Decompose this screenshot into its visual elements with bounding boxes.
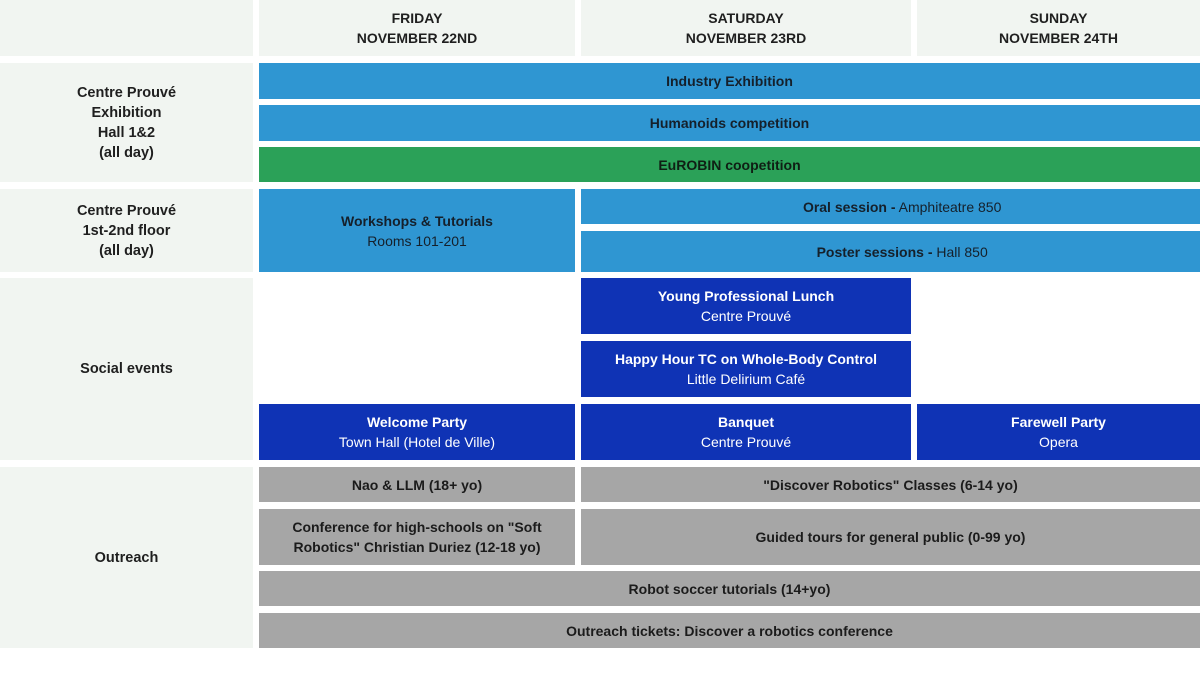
event-happy-hour: Happy Hour TC on Whole-Body Control Litt… xyxy=(581,341,911,397)
event-industry-exhibition: Industry Exhibition xyxy=(259,63,1200,99)
event-welcome-title: Welcome Party xyxy=(366,414,468,430)
event-banquet-title: Banquet xyxy=(718,414,774,430)
event-poster-place: Hall 850 xyxy=(932,243,988,260)
row-label-social: Social events xyxy=(0,278,253,460)
event-workshops-place: Rooms 101-201 xyxy=(367,232,467,249)
header-corner xyxy=(0,0,253,56)
row-label-exhibition-line2: Exhibition xyxy=(91,104,162,121)
event-humanoids-title: Humanoids competition xyxy=(649,115,810,131)
event-banquet: Banquet Centre Prouvé xyxy=(581,404,911,460)
event-young-professional-lunch: Young Professional Lunch Centre Prouvé xyxy=(581,278,911,334)
event-guided-tours: Guided tours for general public (0-99 yo… xyxy=(581,509,1200,565)
event-oral-place: Amphiteatre 850 xyxy=(895,198,1002,215)
header-saturday-date: NOVEMBER 23RD xyxy=(685,30,807,46)
event-happy-hour-title: Happy Hour TC on Whole-Body Control xyxy=(614,351,878,367)
event-conference-line2: Robotics" Christian Duriez (12-18 yo) xyxy=(293,539,541,555)
event-conference-line1: Conference for high-schools on "Soft xyxy=(292,519,542,535)
row-label-floor-line1: Centre Prouvé xyxy=(76,202,177,219)
event-eurobin-title: EuROBIN coopetition xyxy=(658,156,801,173)
row-label-exhibition-line1: Centre Prouvé xyxy=(76,84,177,101)
header-sunday-date: NOVEMBER 24TH xyxy=(998,30,1119,46)
header-friday-day: FRIDAY xyxy=(391,10,443,26)
header-friday-date: NOVEMBER 22ND xyxy=(356,30,478,46)
event-outreach-tickets: Outreach tickets: Discover a robotics co… xyxy=(259,613,1200,648)
row-label-exhibition-line3: Hall 1&2 xyxy=(97,124,156,141)
row-label-outreach: Outreach xyxy=(0,467,253,648)
event-tickets-title: Outreach tickets: Discover a robotics co… xyxy=(566,622,893,639)
header-friday: FRIDAY NOVEMBER 22ND xyxy=(259,0,575,56)
event-nao-title: Nao & LLM (18+ yo) xyxy=(351,476,483,493)
row-label-floor: Centre Prouvé 1st-2nd floor (all day) xyxy=(0,189,253,272)
event-farewell-title: Farewell Party xyxy=(1011,414,1106,430)
header-sunday-day: SUNDAY xyxy=(1029,10,1088,26)
row-label-floor-line3: (all day) xyxy=(99,242,154,259)
event-farewell-party: Farewell Party Opera xyxy=(917,404,1200,460)
event-oral-title: Oral session - xyxy=(802,198,896,215)
event-farewell-place: Opera xyxy=(1039,434,1078,450)
event-oral-session: Oral session - Amphiteatre 850 xyxy=(581,189,1200,224)
row-label-exhibition: Centre Prouvé Exhibition Hall 1&2 (all d… xyxy=(0,63,253,182)
header-sunday: SUNDAY NOVEMBER 24TH xyxy=(917,0,1200,56)
event-soccer-title: Robot soccer tutorials (14+yo) xyxy=(628,580,831,597)
event-conference-high-schools: Conference for high-schools on "Soft Rob… xyxy=(259,509,575,565)
event-welcome-place: Town Hall (Hotel de Ville) xyxy=(338,434,496,450)
event-guided-title: Guided tours for general public (0-99 yo… xyxy=(755,529,1026,545)
event-oral-line: Oral session - Amphiteatre 850 xyxy=(780,177,1002,237)
event-workshops-tutorials: Workshops & Tutorials Rooms 101-201 xyxy=(259,189,575,272)
event-poster-title: Poster sessions - xyxy=(816,243,933,260)
event-discover-title: "Discover Robotics" Classes (6-14 yo) xyxy=(763,476,1018,493)
event-poster-sessions: Poster sessions - Hall 850 xyxy=(581,231,1200,272)
event-happy-hour-place: Little Delirium Café xyxy=(686,371,806,387)
event-young-professional-place: Centre Prouvé xyxy=(700,308,792,324)
event-discover-robotics: "Discover Robotics" Classes (6-14 yo) xyxy=(581,467,1200,502)
event-humanoids-competition: Humanoids competition xyxy=(259,105,1200,141)
event-welcome-party: Welcome Party Town Hall (Hotel de Ville) xyxy=(259,404,575,460)
row-label-outreach-text: Outreach xyxy=(94,549,159,566)
header-saturday: SATURDAY NOVEMBER 23RD xyxy=(581,0,911,56)
event-poster-line: Poster sessions - Hall 850 xyxy=(793,222,988,282)
event-robot-soccer: Robot soccer tutorials (14+yo) xyxy=(259,571,1200,606)
row-label-social-text: Social events xyxy=(80,361,173,377)
event-eurobin-coopetition: EuROBIN coopetition xyxy=(259,147,1200,182)
event-banquet-place: Centre Prouvé xyxy=(700,434,792,450)
row-label-floor-line2: 1st-2nd floor xyxy=(82,222,171,239)
event-nao-llm: Nao & LLM (18+ yo) xyxy=(259,467,575,502)
event-young-professional-title: Young Professional Lunch xyxy=(657,288,835,304)
event-industry-exhibition-title: Industry Exhibition xyxy=(666,73,793,89)
header-saturday-day: SATURDAY xyxy=(708,10,784,26)
row-label-exhibition-line4: (all day) xyxy=(99,144,154,161)
event-workshops-title: Workshops & Tutorials xyxy=(341,212,493,229)
